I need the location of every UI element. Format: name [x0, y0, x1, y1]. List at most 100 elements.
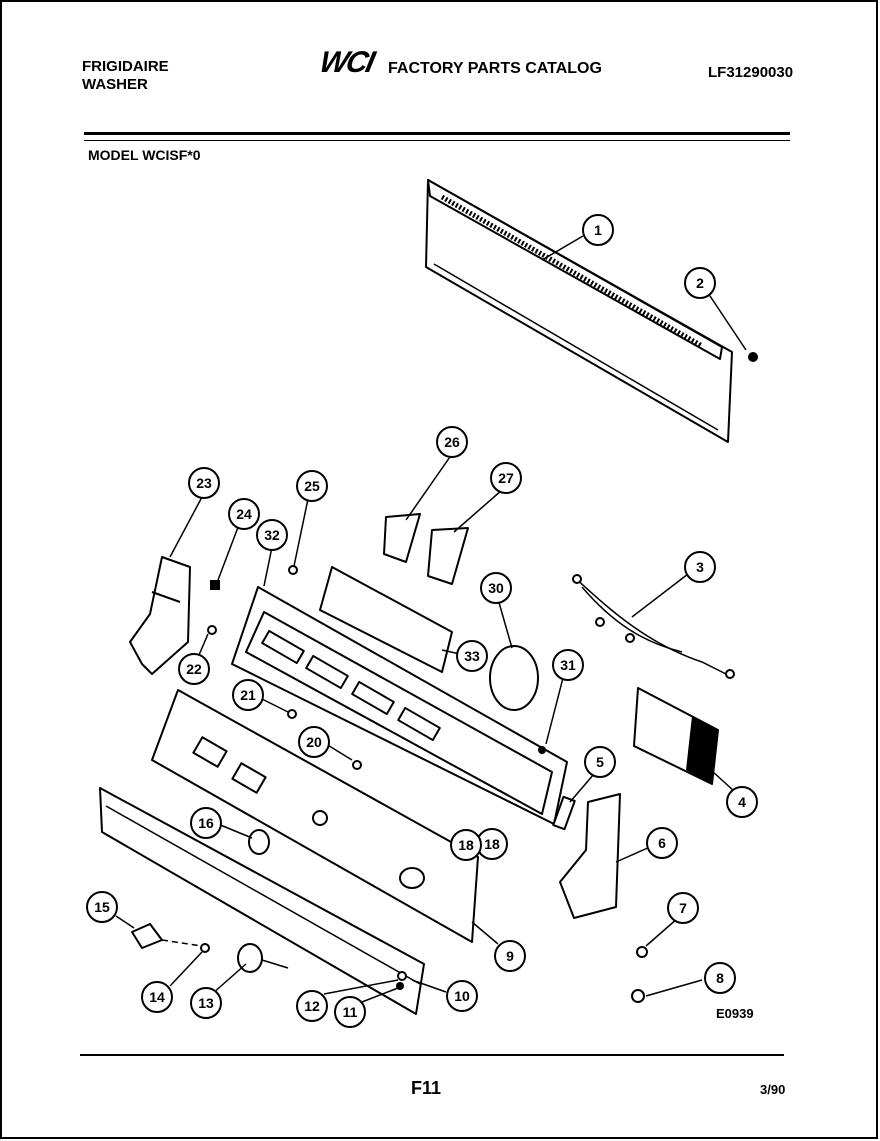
callout-label: 9	[506, 948, 514, 964]
callout-7: 7	[667, 892, 699, 924]
callout-18: 18	[476, 828, 508, 860]
revision-date: 3/90	[760, 1082, 786, 1097]
callout-label: 32	[264, 527, 280, 543]
switch-slot-a	[261, 629, 305, 665]
callout-label: 12	[304, 998, 320, 1014]
callout-label: 31	[560, 657, 576, 673]
callout-24: 24	[228, 498, 260, 530]
part-14-spring	[200, 943, 210, 953]
callout-8: 8	[704, 962, 736, 994]
callout-12: 12	[296, 990, 328, 1022]
callout-label: 21	[240, 687, 256, 703]
callout-label: 7	[679, 900, 687, 916]
callout-label: 3	[696, 559, 704, 575]
switch-slot-d	[397, 706, 441, 742]
callout-label: 26	[444, 434, 460, 450]
callout-18: 18	[450, 829, 482, 861]
part-5-clip	[552, 795, 576, 831]
callout-label: 15	[94, 899, 110, 915]
callout-label: 33	[464, 648, 480, 664]
callout-label: 2	[696, 275, 704, 291]
part-24-clip	[210, 580, 220, 590]
callout-20: 20	[298, 726, 330, 758]
callout-31: 31	[552, 649, 584, 681]
callout-label: 27	[498, 470, 514, 486]
callout-14: 14	[141, 981, 173, 1013]
header-rule-thick	[84, 132, 790, 135]
callout-30: 30	[480, 572, 512, 604]
part-22-screw	[207, 625, 217, 635]
callout-2: 2	[684, 267, 716, 299]
part-30-timer-motor	[489, 645, 539, 711]
callout-5: 5	[584, 746, 616, 778]
callout-label: 5	[596, 754, 604, 770]
callout-label: 23	[196, 475, 212, 491]
diagram-id: E0939	[716, 1006, 754, 1021]
part-2-screw	[748, 352, 758, 362]
part-15-knob	[131, 923, 163, 949]
callout-3: 3	[684, 551, 716, 583]
callout-13: 13	[190, 987, 222, 1019]
callout-label: 10	[454, 988, 470, 1004]
catalog-part-number: LF31290030	[708, 64, 794, 81]
callout-23: 23	[188, 467, 220, 499]
callout-6: 6	[646, 827, 678, 859]
part-21-clip	[287, 709, 297, 719]
switch-slot-c	[351, 680, 395, 716]
model-label: MODEL WCISF*0	[88, 147, 201, 163]
part-20-screw	[352, 760, 362, 770]
callout-label: 18	[484, 836, 500, 852]
brand-block: FRIGIDAIRE WASHER	[82, 58, 169, 94]
header-rule-thin	[84, 140, 790, 141]
callout-11: 11	[334, 996, 366, 1028]
page-number: F11	[411, 1078, 442, 1098]
callout-9: 9	[494, 940, 526, 972]
part-8-clip	[631, 989, 645, 1003]
callout-label: 16	[198, 815, 214, 831]
callout-1: 1	[582, 214, 614, 246]
callout-25: 25	[296, 470, 328, 502]
product-type: WASHER	[82, 76, 148, 93]
switch-slot-b	[305, 654, 349, 690]
callout-label: 18	[458, 837, 474, 853]
part-25-screw	[288, 565, 298, 575]
callout-label: 8	[716, 970, 724, 986]
part-7-screw	[636, 946, 648, 958]
callout-label: 1	[594, 222, 602, 238]
callout-21: 21	[232, 679, 264, 711]
callout-label: 24	[236, 506, 252, 522]
brand-name: FRIGIDAIRE	[82, 58, 169, 75]
callout-16: 16	[190, 807, 222, 839]
callout-label: 14	[149, 989, 165, 1005]
part-3-wire-harness	[573, 576, 733, 678]
part-16-grommet	[248, 829, 270, 855]
callout-15: 15	[86, 891, 118, 923]
callout-32: 32	[256, 519, 288, 551]
catalog-title: FACTORY PARTS CATALOG	[388, 60, 602, 77]
part-10-base-rail	[99, 787, 425, 1015]
callout-label: 13	[198, 995, 214, 1011]
callout-33: 33	[456, 640, 488, 672]
part-6-side-bracket	[559, 793, 621, 919]
footer-rule	[80, 1054, 784, 1056]
callout-27: 27	[490, 462, 522, 494]
callout-label: 30	[488, 580, 504, 596]
callout-label: 20	[306, 734, 322, 750]
callout-10: 10	[446, 980, 478, 1012]
callout-26: 26	[436, 426, 468, 458]
callout-4: 4	[726, 786, 758, 818]
callout-label: 4	[738, 794, 746, 810]
callout-label: 6	[658, 835, 666, 851]
part-12-washer	[397, 971, 407, 981]
callout-22: 22	[178, 653, 210, 685]
callout-label: 25	[304, 478, 320, 494]
callout-label: 11	[343, 1004, 358, 1020]
part-23-bracket	[129, 556, 191, 675]
part-33-switch-bracket	[319, 566, 453, 673]
part-31-screw	[538, 746, 546, 754]
part-26-switch	[383, 513, 421, 563]
callout-label: 22	[186, 661, 202, 677]
part-27-switch	[427, 527, 469, 585]
